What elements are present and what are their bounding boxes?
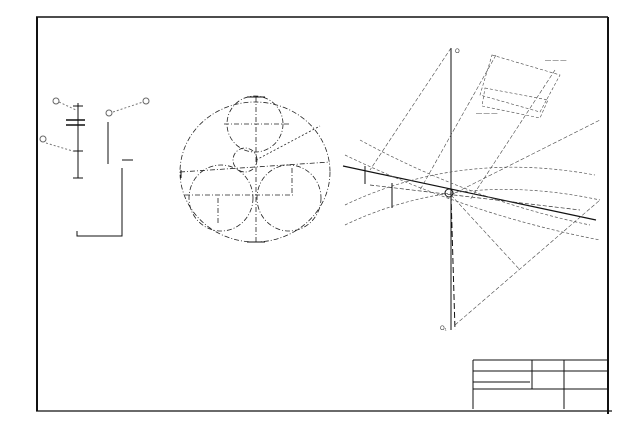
note-mid: — — —: [476, 111, 497, 117]
drawing-frame: [36, 16, 612, 414]
title-block: [472, 359, 607, 409]
point-o1-label: O₁: [440, 326, 447, 332]
kinematic-scheme: [39, 97, 150, 237]
gear-layout-view: [179, 95, 331, 243]
point-o-label: O: [455, 49, 460, 55]
construction-view: [342, 47, 601, 331]
note-top: — — —: [545, 58, 566, 64]
